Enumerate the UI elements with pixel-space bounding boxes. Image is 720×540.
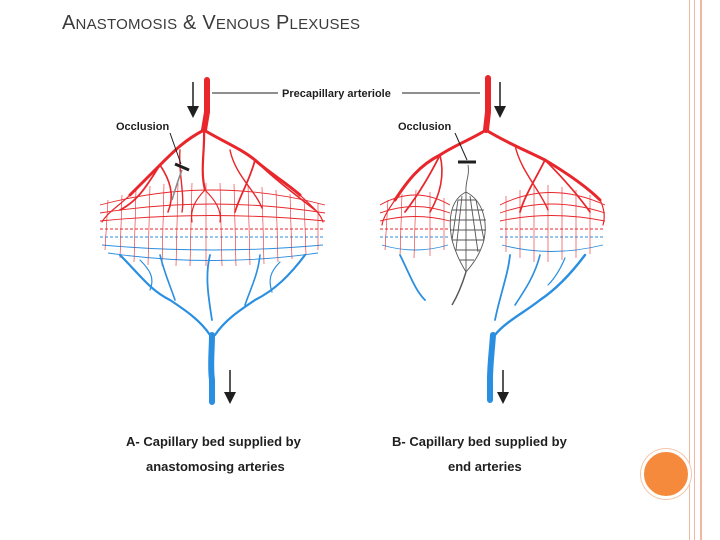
title-part: V xyxy=(202,12,216,34)
occlusion-label-a: Occlusion xyxy=(116,121,169,133)
occlusion-leader-b xyxy=(454,132,468,161)
slide-title: ANASTOMOSIS & VENOUS PLEXUSES xyxy=(62,12,360,35)
occlusion-leader-a xyxy=(169,132,182,165)
title-part: A xyxy=(62,12,76,34)
title-part: P xyxy=(270,12,290,34)
caption-b-line1: B- Capillary bed supplied by xyxy=(392,434,568,449)
title-part: LEXUSES xyxy=(289,16,361,33)
caption-a-line2: anastomosing arteries xyxy=(146,459,285,474)
accent-circle xyxy=(641,449,691,499)
arterial-tree-a xyxy=(101,77,324,223)
capillary-mesh-b xyxy=(379,185,606,262)
venous-tree-a xyxy=(118,253,307,405)
panel-b: Occlusion xyxy=(379,75,606,404)
venous-tree-b xyxy=(399,253,587,403)
precapillary-label: Precapillary arteriole xyxy=(282,88,391,100)
title-part: NASTOMOSIS xyxy=(75,16,178,33)
occlusion-bar-a xyxy=(174,162,190,172)
decorative-border xyxy=(689,0,720,540)
caption-a-line1: A- Capillary bed supplied by xyxy=(126,434,302,449)
title-part: & xyxy=(177,12,203,34)
occlusion-label-b: Occlusion xyxy=(398,121,451,133)
arterial-tree-b xyxy=(381,75,605,226)
occluded-territory-b xyxy=(449,164,486,306)
occluded-vessel-a xyxy=(171,169,183,201)
caption-b-line2: end arteries xyxy=(448,459,522,474)
title-part: ENOUS xyxy=(215,16,271,33)
panel-a: Occlusion xyxy=(99,77,326,405)
capillary-mesh-a xyxy=(99,182,326,267)
